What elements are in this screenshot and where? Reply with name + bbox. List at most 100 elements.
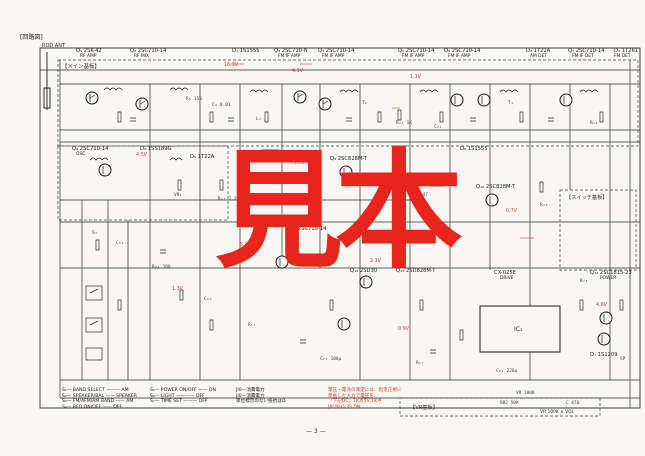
q7-label: Q₇ 2SC710-14 [568, 48, 605, 54]
q13-label: Q₁₃ 2SD828M-T [396, 268, 436, 274]
legend-item: S₄— BFO ON/OFF —— OFF [62, 404, 123, 410]
transistor-q12 [359, 275, 373, 289]
svg-text:16.3V: 16.3V [224, 62, 239, 68]
svg-text:C₄ 0.01: C₄ 0.01 [212, 102, 231, 108]
q4-label: Q₄ 2SC710-14 [318, 48, 355, 54]
svg-text:R₅₁: R₅₁ [248, 322, 256, 328]
q9-label: Q₉ 2SC828M-T [330, 156, 367, 162]
legend-item: S₆— LIGHT ———— OFF [150, 393, 205, 399]
svg-text:1.5V: 1.5V [294, 160, 306, 166]
svg-text:4.6V: 4.6V [596, 302, 608, 308]
q7-sub: FM IF DET [572, 54, 594, 59]
note-right-line: 「下記DC」1K点5V,1K点 [328, 399, 382, 405]
ic1-part: CX-025E [494, 270, 516, 276]
d4-label: D₄ 1SS189G [140, 146, 172, 152]
q3-label: Q₃ 2SC710-N [274, 48, 308, 54]
q10-label: Q₁₀ 2SC828M-T [476, 184, 516, 190]
board-outline [39, 47, 641, 409]
q14-label: Q₁₄ 2SC1815-23 [590, 270, 632, 276]
q5-sub: FM IF AMP [402, 54, 425, 59]
transistor-q13 [337, 317, 351, 331]
note-right-line: 準拠した入力で電圧を、 [328, 393, 379, 399]
q8-label: Q₈ 2SC710-14 [72, 146, 109, 152]
svg-text:4.1V: 4.1V [292, 68, 304, 74]
svg-text:2.1V: 2.1V [370, 258, 382, 264]
svg-text:4.5V: 4.5V [136, 152, 148, 158]
switch-legend: S₁— BAND SELECT ——— AM S₂— SPEAKER/BAL —… [62, 388, 232, 410]
antenna-symbol [43, 52, 51, 110]
d3-sub: FM DET [614, 54, 631, 59]
transistor-q8 [98, 163, 112, 177]
q1-sub: RF AMP [80, 54, 97, 59]
q6-sub: FM IF AMP [448, 54, 471, 59]
ic1-sub: DRIVE [500, 276, 514, 281]
q3-sub: FM IF AMP [278, 54, 301, 59]
legend-item: S₇— TIME SET ——— OFF [150, 399, 208, 405]
d3-label: D₃ 1T261 [614, 48, 639, 54]
transistor-q5 [450, 93, 464, 107]
svg-text:C₇₀ 100μ: C₇₀ 100μ [320, 356, 342, 362]
watermark-sample: 見本 [215, 137, 463, 286]
antenna-label: ROD ANT [42, 43, 66, 49]
d7-label: D₇ 1S1209 [590, 352, 618, 358]
notes-block: JI0—消費電力 JI0—消費電力 単位標示のない抵抗はΩ [236, 388, 326, 405]
note-right-line: JAI.BFO 3S,DN [328, 404, 361, 410]
svg-text:RB2 50K: RB2 50K [500, 400, 519, 406]
svg-text:C₈₁ 220μ: C₈₁ 220μ [496, 368, 518, 374]
q14-sub: POWER [600, 276, 617, 281]
transistor-q10 [485, 193, 499, 207]
switch-board-label: 【スイッチ基板】 [566, 195, 608, 201]
svg-text:R₇₅: R₇₅ [580, 278, 588, 284]
svg-text:R₄₄ 100: R₄₄ 100 [152, 264, 171, 270]
svg-text:T₂: T₂ [362, 100, 367, 106]
svg-text:C₅₀: C₅₀ [116, 240, 124, 246]
legend-item: S₅— POWER ON/OFF —— ON [150, 388, 216, 393]
q4-sub: FM IF AMP [322, 54, 345, 59]
vr-footer: VR 100K × VOL [540, 410, 575, 415]
q12-label: Q₁₂ 2SD30 [350, 268, 378, 274]
main-board-label: 【メイン基板】 [62, 64, 100, 70]
svg-text:0.7V: 0.7V [506, 208, 518, 214]
note-right-line: 電圧・電流の測定には、指定正規に [328, 388, 402, 393]
svg-text:C₂₁: C₂₁ [434, 124, 442, 130]
section-header-tag: [回路図] [20, 32, 43, 41]
d5-label: D₅ 1T22A [190, 154, 215, 160]
svg-text:C 470: C 470 [566, 400, 580, 406]
svg-text:R₁ 150: R₁ 150 [186, 96, 202, 102]
q2-sub: RF MIX [134, 54, 150, 59]
svg-text:1.1V: 1.1V [410, 74, 422, 80]
notes-right-block: 電圧・電流の測定には、指定正規に 準拠した入力で電圧を、 「下記DC」1K点5V… [328, 388, 438, 410]
svg-text:3V: 3V [390, 180, 397, 186]
transistor-q9 [339, 165, 353, 179]
section-header-label: [回路図] [20, 34, 43, 41]
svg-text:R₁₅ 1K: R₁₅ 1K [396, 120, 412, 126]
ic1-label: IC₁ [514, 326, 523, 333]
svg-text:C₆₃: C₆₃ [204, 296, 212, 302]
q6-label: Q₆ 2SC710-14 [444, 48, 481, 54]
legend-item: S₁— BAND SELECT ——— AM [62, 388, 129, 393]
svg-text:VR 100K: VR 100K [516, 390, 535, 396]
d1-label: D₁ 1S1555 [232, 48, 260, 54]
q1-label: Q₁ 2SK-42 [76, 48, 102, 54]
svg-text:R₂₅ 2.2K: R₂₅ 2.2K [218, 196, 240, 202]
svg-text:C₃₃ 47: C₃₃ 47 [412, 192, 428, 198]
svg-text:SP: SP [620, 356, 626, 362]
svg-text:R₂₂: R₂₂ [590, 120, 598, 126]
transistor-q6 [477, 93, 491, 107]
transistor-q11 [275, 255, 289, 269]
q8-sub: OSC [76, 152, 86, 157]
d2-label: D₂ 1T22A [526, 48, 551, 54]
ic-block [479, 305, 561, 353]
q2-label: Q₂ 2SC710-14 [130, 48, 167, 54]
transistor-q14 [599, 311, 613, 325]
svg-text:S₃: S₃ [92, 230, 97, 236]
svg-text:1.3V: 1.3V [172, 286, 184, 292]
d6-label: D₆ 1S1555 [460, 146, 488, 152]
svg-text:T₃: T₃ [508, 100, 513, 106]
transistor-q15 [597, 332, 611, 346]
svg-text:0.9V: 0.9V [398, 326, 410, 332]
q5-label: Q₅ 2SC710-14 [398, 48, 435, 54]
